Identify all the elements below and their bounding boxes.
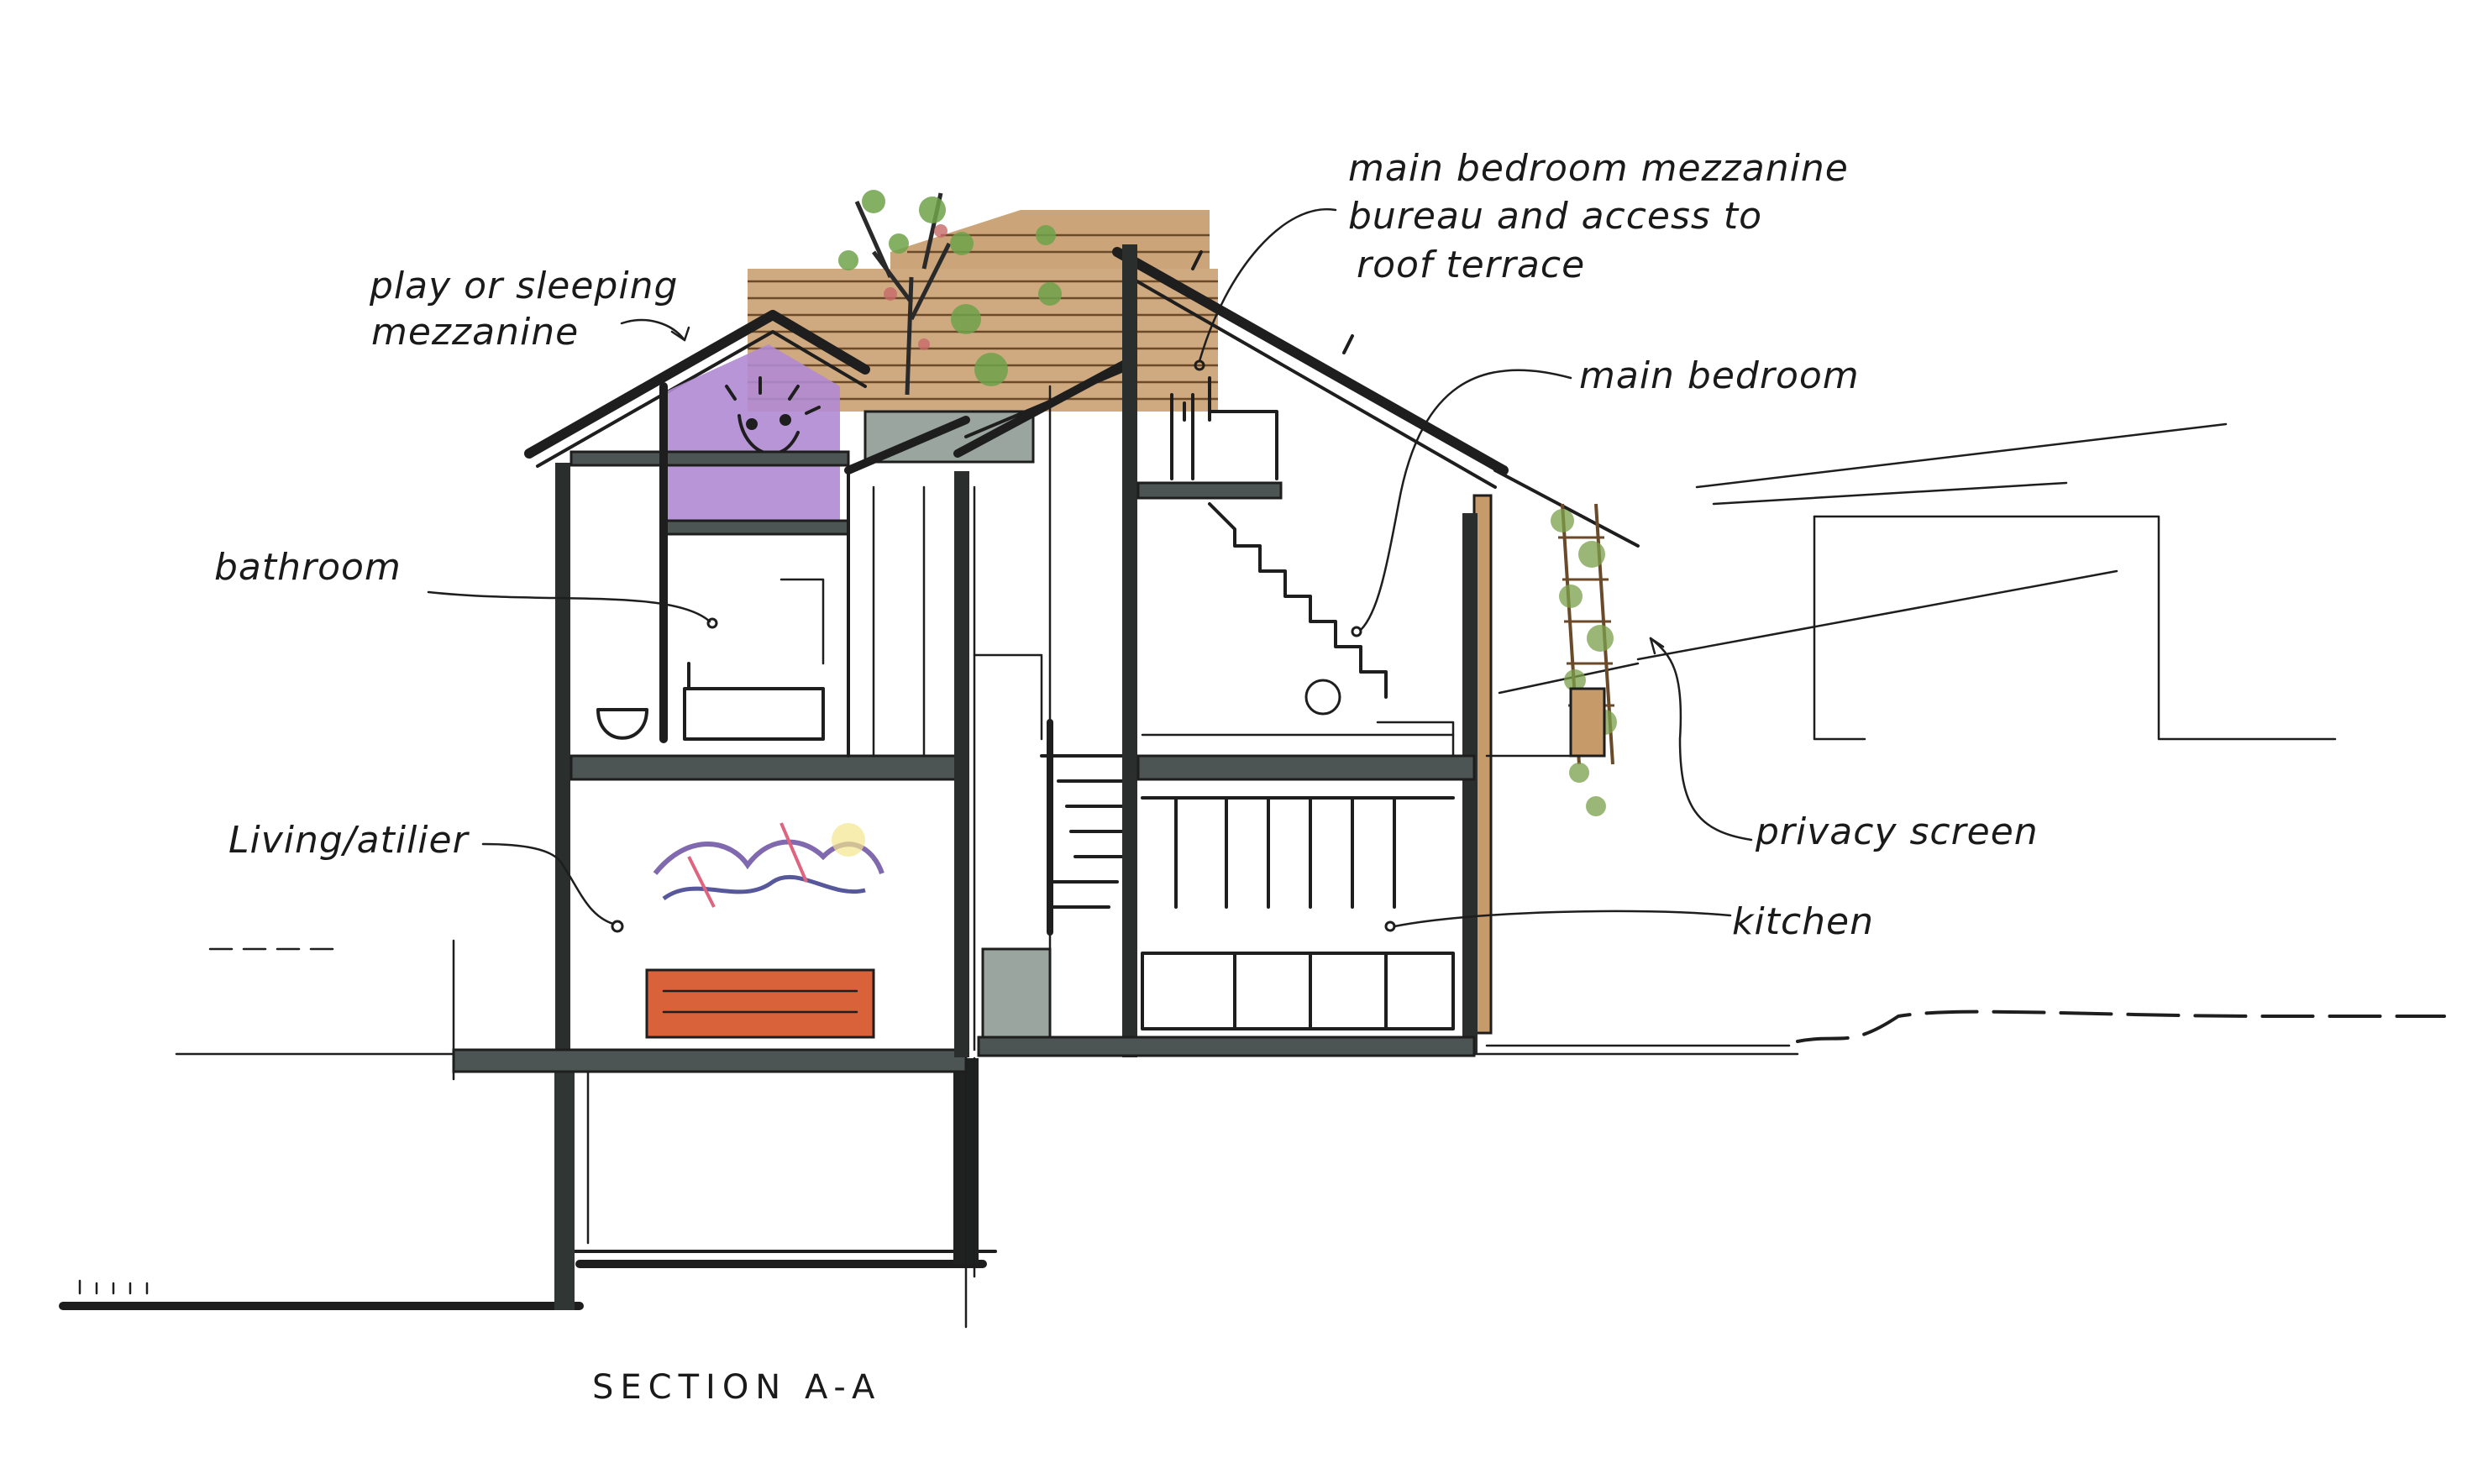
- label-bedroom-mezzanine-3: roof terrace: [1357, 244, 1585, 286]
- label-play-mezzanine-1: play or sleeping: [369, 265, 678, 307]
- scale-ticks: [78, 1279, 149, 1295]
- left-pavilion: [452, 310, 968, 1081]
- label-bedroom-mezzanine-2: bureau and access to: [1348, 195, 1762, 238]
- label-main-bedroom: main bedroom: [1579, 354, 1860, 397]
- living-artwork: [653, 822, 884, 908]
- label-bathroom: bathroom: [214, 546, 402, 589]
- central-stair: [1040, 719, 1127, 936]
- annotations: play or sleeping mezzanine main bedroom …: [214, 147, 2039, 1407]
- privacy-screen-trellis: [1551, 503, 1617, 816]
- central-core: [844, 357, 1134, 1057]
- label-living-atelier: Living/atilier: [228, 819, 470, 862]
- label-play-mezzanine-2: mezzanine: [371, 311, 579, 354]
- bedroom-stair: [1208, 502, 1388, 699]
- label-bedroom-mezzanine-1: main bedroom mezzanine: [1348, 147, 1849, 190]
- basement: [554, 771, 979, 1329]
- sofa: [645, 968, 875, 1039]
- label-privacy-screen: privacy screen: [1755, 810, 2039, 853]
- leader-lines: [427, 207, 1753, 928]
- ground-lines: [59, 422, 2446, 1310]
- kitchen-cabinets: [1141, 796, 1455, 1030]
- drawing-caption: SECTION A-A: [592, 1368, 881, 1407]
- label-kitchen: kitchen: [1732, 900, 1874, 943]
